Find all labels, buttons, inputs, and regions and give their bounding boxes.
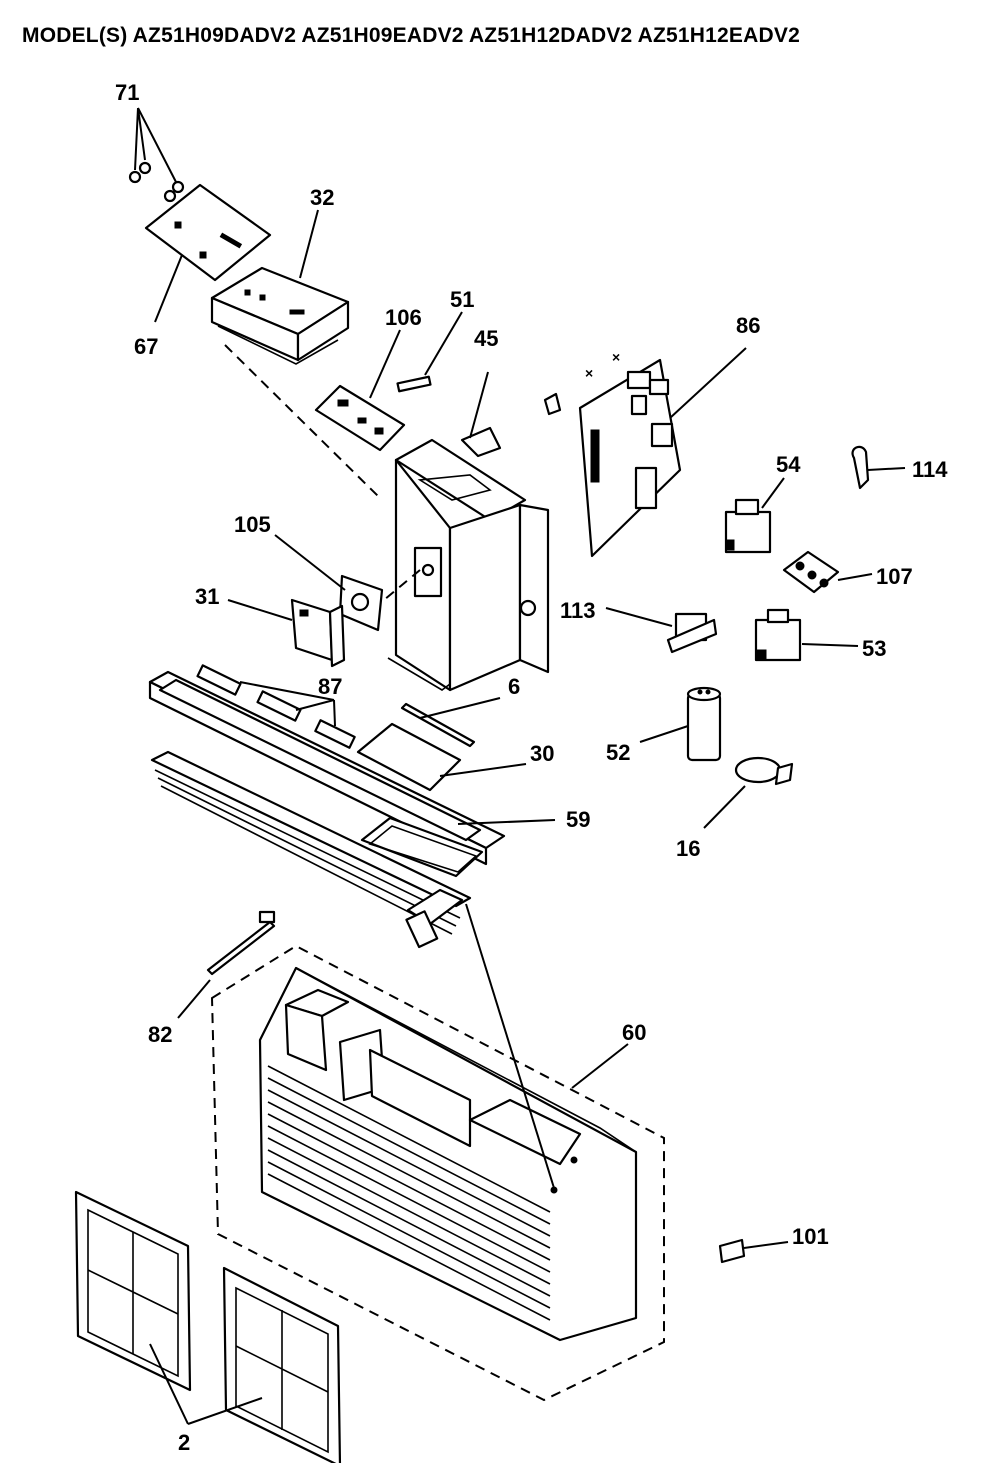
callout-45: 45 [474, 326, 498, 351]
part-53-relay [754, 608, 802, 662]
part-59-panel-frame [148, 670, 506, 949]
part-105-bracket [338, 574, 384, 632]
part-30-display-cover [356, 722, 462, 792]
callout-16: 16 [676, 836, 700, 861]
part-60-front-cover [210, 944, 665, 1402]
part-86-main-board: × × [543, 349, 682, 558]
callout-87: 87 [318, 674, 342, 699]
callout-107: 107 [876, 564, 913, 589]
part-2-filter-left [74, 1190, 192, 1392]
callout-82: 82 [148, 1022, 172, 1047]
callout-30: 30 [530, 741, 554, 766]
part-45-control-housing [387, 426, 550, 692]
callout-67: 67 [134, 334, 158, 359]
callout-86: 86 [736, 313, 760, 338]
callout-2: 2 [178, 1430, 190, 1455]
part-32-control-box [210, 266, 350, 365]
part-67-control-plate [144, 183, 272, 282]
part-107-terminal-block [782, 550, 840, 594]
callout-113: 113 [560, 598, 596, 623]
part-54-relay [724, 498, 772, 554]
callout-53: 53 [862, 636, 886, 661]
callout-54: 54 [776, 452, 801, 477]
part-2-filter-right [222, 1266, 342, 1463]
callout-51: 51 [450, 287, 474, 312]
callout-59: 59 [566, 807, 590, 832]
callout-101: 101 [792, 1224, 829, 1249]
part-6-rod [400, 702, 476, 748]
callout-114: 114 [912, 457, 948, 482]
callout-6: 6 [508, 674, 520, 699]
callout-105: 105 [234, 512, 271, 537]
callout-52: 52 [606, 740, 630, 765]
svg-text:×: × [612, 349, 620, 365]
part-71-screws [128, 161, 185, 203]
part-101-clip [718, 1238, 746, 1264]
svg-text:×: × [585, 365, 593, 381]
callout-32: 32 [310, 185, 334, 210]
part-52-capacitor [686, 686, 722, 762]
callout-31: 31 [195, 584, 219, 609]
callout-71: 71 [115, 80, 139, 105]
part-82-sensor [206, 910, 276, 976]
part-106-control-board [314, 384, 406, 452]
part-16-capacitor-strap [734, 756, 794, 786]
part-114-clip [851, 445, 870, 490]
part-87-buttons [196, 664, 356, 749]
part-51-strip [396, 375, 432, 393]
part-113-transformer [666, 612, 718, 654]
callout-106: 106 [385, 305, 422, 330]
model-title: MODEL(S) AZ51H09DADV2 AZ51H09EADV2 AZ51H… [22, 24, 800, 47]
part-31-bracket [290, 598, 346, 668]
callout-60: 60 [622, 1020, 646, 1045]
